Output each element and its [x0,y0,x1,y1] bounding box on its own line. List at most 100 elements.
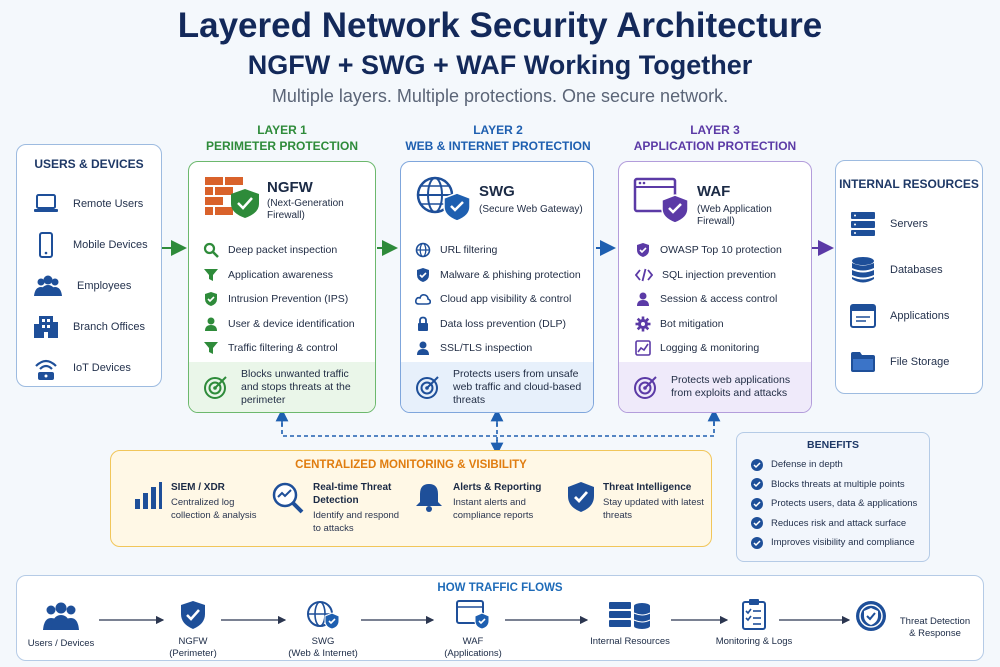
flow-node-monitoring: Monitoring & Logs [709,598,799,648]
globe-shield-icon [416,176,471,221]
waf-feature: Session & access control [635,287,811,312]
user-icon [637,292,649,307]
flow-node-threat-icon [853,600,889,638]
swg-subtitle: (Secure Web Gateway) [479,204,583,215]
resources-title: INTERNAL RESOURCES [839,177,979,191]
benefit-item: Improves visibility and compliance [751,533,929,553]
ngfw-feature: Intrusion Prevention (IPS) [203,287,375,312]
waf-name: WAF [697,183,731,200]
cloud-icon [415,294,431,306]
database-icon [852,257,874,283]
gear-icon [635,316,651,332]
flow-node-waf: WAF(Applications) [433,600,513,660]
waf-subtitle: (Web Application Firewall) [697,204,772,227]
user-item-iot: IoT Devices [33,347,161,388]
server-icon [851,212,875,236]
monitoring-title: CENTRALIZED MONITORING & VISIBILITY [295,459,527,471]
check-circle-icon [751,458,763,471]
laptop-icon [34,193,58,212]
ngfw-subtitle: (Next-Generation Firewall) [267,198,344,221]
swg-card: SWG (Secure Web Gateway) URL filtering M… [400,161,594,413]
page-subtitle: NGFW + SWG + WAF Working Together [247,50,753,80]
resource-item-applications: Applications [850,293,982,339]
internal-resources-panel: INTERNAL RESOURCES Servers Databases App… [835,160,983,394]
connector-arrows [162,240,834,456]
flow-node-ngfw: NGFW(Perimeter) [157,600,229,660]
firewall-shield-icon [205,177,259,218]
iot-wifi-icon [35,359,57,380]
app-window-icon [850,304,876,328]
chart-line-icon [635,340,651,357]
user-item-remote: Remote Users [33,183,161,224]
flow-node-threat-response: Threat Detection& Response [899,616,971,639]
resource-item-file-storage: File Storage [850,339,982,385]
target-icon [416,376,439,399]
globe-icon [415,242,431,258]
page-title: Layered Network Security Architecture [177,6,823,45]
traffic-flow-panel: HOW TRAFFIC FLOWS Users / Devices NGFW(P… [16,575,984,661]
check-circle-icon [751,517,763,530]
waf-card: WAF (Web Application Firewall) OWASP Top… [618,161,812,413]
flow-arrows [99,615,851,625]
folder-icon [851,352,875,372]
lock-icon [418,316,428,331]
swg-feature: SSL/TLS inspection [415,336,593,361]
benefit-item: Blocks threats at multiple points [751,475,929,495]
swg-feature: URL filtering [415,238,593,263]
user-item-employees: Employees [33,265,161,306]
people-icon [43,602,79,630]
shield-check-icon [181,601,205,629]
users-devices-panel: USERS & DEVICES Remote Users Mobile Devi… [16,144,162,387]
ngfw-feature: Application awareness [203,263,375,288]
browser-shield-icon [633,177,689,223]
check-circle-icon [751,478,763,491]
shield-check-icon [417,267,429,282]
funnel-icon [204,268,218,281]
benefits-panel: BENEFITS Defense in depth Blocks threats… [736,432,930,562]
user-icon [417,341,429,356]
swg-feature: Data loss prevention (DLP) [415,312,593,337]
user-item-branch: Branch Offices [33,306,161,347]
swg-feature: Malware & phishing protection [415,263,593,288]
benefit-item: Defense in depth [751,455,929,475]
users-title: USERS & DEVICES [34,157,144,171]
user-icon [205,317,217,331]
resource-item-servers: Servers [850,201,982,247]
resource-item-databases: Databases [850,247,982,293]
clipboard-checklist-icon [742,599,766,630]
waf-feature: SQL injection prevention [635,263,811,288]
benefit-item: Protects users, data & applications [751,494,929,514]
shield-check-icon [637,243,649,258]
monitoring-panel: CENTRALIZED MONITORING & VISIBILITY SIEM… [110,450,712,547]
mobile-phone-icon [39,231,53,258]
funnel-icon [204,342,218,355]
ngfw-feature: User & device identification [203,312,375,337]
flow-node-swg: SWG(Web & Internet) [281,600,365,660]
check-circle-icon [751,497,763,510]
swg-summary: Protects users from unsafe web traffic a… [401,362,593,412]
target-icon [634,376,657,399]
bell-icon [416,484,442,512]
ngfw-summary: Blocks unwanted traffic and stops threat… [189,362,375,412]
flow-node-internal-resources: Internal Resources [583,600,677,648]
ngfw-feature: Deep packet inspection [203,238,375,263]
shield-check-icon [568,482,594,512]
target-icon [204,376,227,399]
ngfw-name: NGFW [267,179,313,196]
flow-node-users: Users / Devices [23,600,99,650]
flow-title: HOW TRAFFIC FLOWS [437,582,563,594]
globe-shield-icon [307,601,340,630]
waf-feature: Logging & monitoring [635,336,811,361]
monitoring-dashed-links [281,416,715,448]
swg-feature: Cloud app visibility & control [415,287,593,312]
magnifier-icon [203,243,219,259]
swg-name: SWG [479,183,515,200]
user-item-mobile: Mobile Devices [33,224,161,265]
